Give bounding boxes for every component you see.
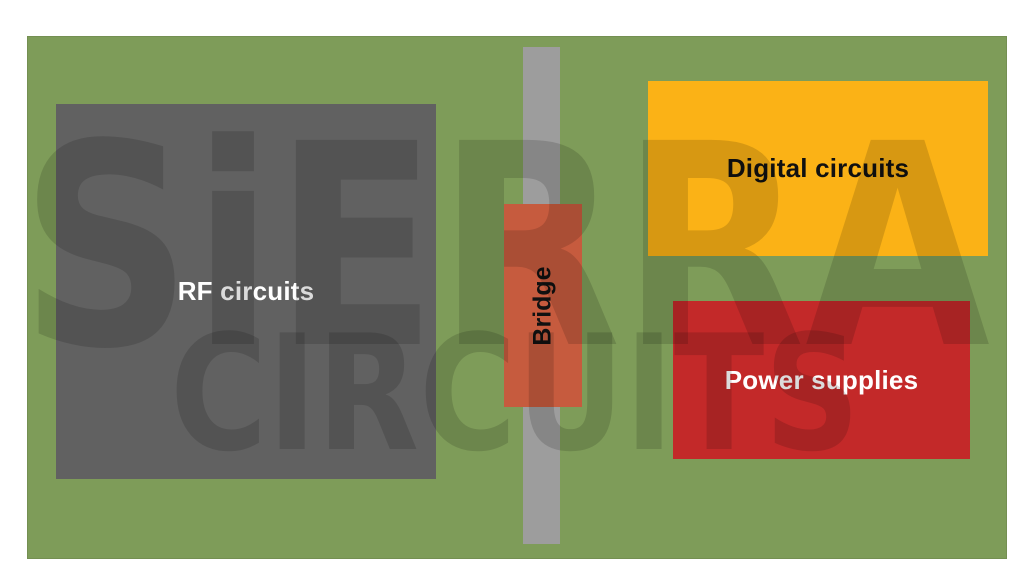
- power-supplies-block: Power supplies: [673, 301, 970, 459]
- bridge-block: Bridge: [504, 204, 582, 407]
- rf-circuits-label: RF circuits: [177, 276, 315, 306]
- digital-circuits-block: Digital circuits: [648, 81, 988, 256]
- rf-circuits-block: RF circuits: [56, 104, 436, 479]
- bridge-label: Bridge: [528, 265, 557, 346]
- pcb-board: RF circuits Bridge Digital circuits Powe…: [27, 36, 1007, 559]
- power-supplies-label: Power supplies: [724, 364, 919, 395]
- digital-circuits-label: Digital circuits: [726, 153, 910, 183]
